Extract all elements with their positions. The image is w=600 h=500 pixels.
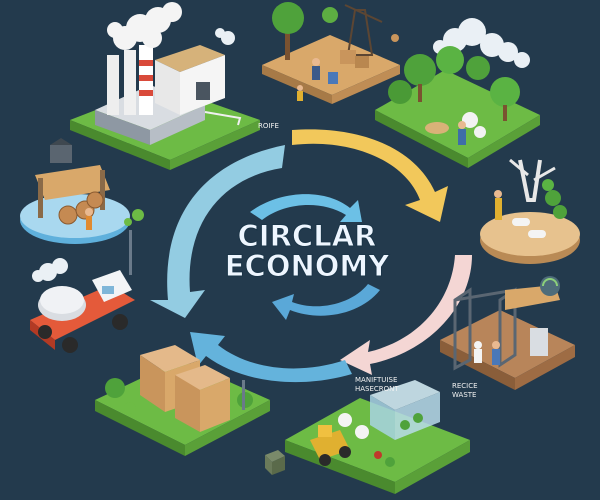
truck-icon <box>30 258 135 353</box>
tree-icon <box>272 2 304 34</box>
arrow-outer-top <box>292 129 448 222</box>
recycle-tag-line1: MANIFTUISE <box>355 376 397 384</box>
chimney-icon <box>107 55 119 115</box>
work-site-tile <box>262 2 400 104</box>
arrow-inner-bottom <box>272 284 380 320</box>
diagram-title-line2: ECONOMY <box>225 249 391 283</box>
farm-tile <box>285 380 470 494</box>
recycled-wood-tile <box>480 158 580 264</box>
factory-tag: ROIFE <box>258 122 279 130</box>
recycling-plant-tile <box>440 276 575 390</box>
tower-icon <box>346 9 374 56</box>
waste-tag-line1: RECICE <box>452 382 478 390</box>
recycle-tag-line2: HASECRONT <box>355 385 399 393</box>
arrow-outer-bottom <box>190 332 352 383</box>
waste-tag-line2: WASTE <box>452 391 476 399</box>
cloud-icon <box>433 18 530 68</box>
small-crate-icon <box>265 450 285 475</box>
sapling-icon <box>124 209 144 275</box>
diagram-title-line1: CIRCLAR <box>238 219 377 253</box>
arrow-outer-left <box>150 145 285 318</box>
wood-tile <box>20 138 130 244</box>
park-tile <box>375 46 540 168</box>
arrow-outer-right <box>340 255 472 375</box>
smoke-cloud-icon <box>107 2 182 50</box>
warehouse-tile <box>95 345 270 456</box>
factory-tile: ROIFE <box>70 2 279 170</box>
arrow-inner-top <box>250 194 362 222</box>
